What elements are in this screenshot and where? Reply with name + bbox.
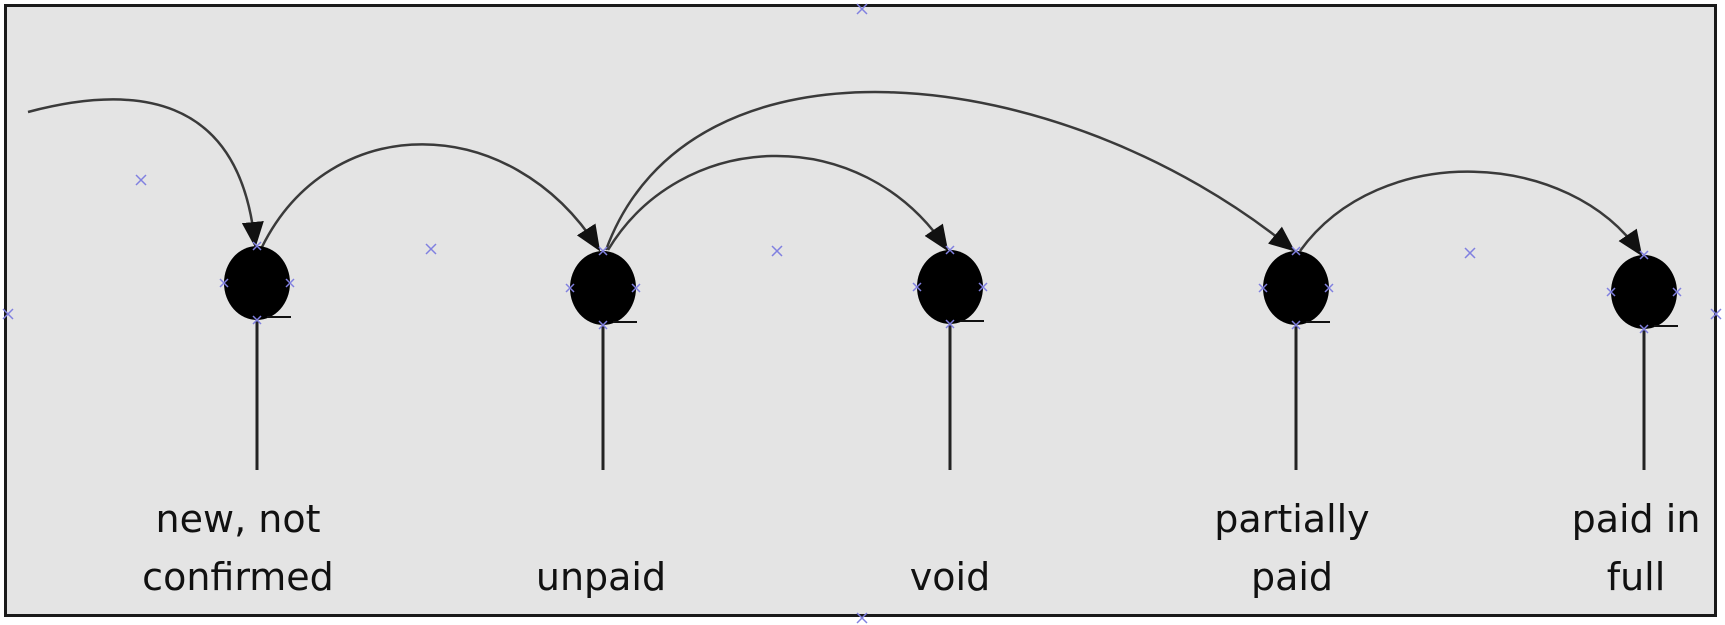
node-handle-mark	[1639, 250, 1649, 260]
state-label-line: paid in	[1572, 497, 1701, 541]
node-handle-mark	[631, 283, 641, 293]
node-handle-mark	[252, 315, 262, 325]
state-label-partially-paid: partially paid	[1214, 497, 1369, 599]
node-handle-mark	[1639, 324, 1649, 334]
transition-unpaid-to-partially-paid[interactable]	[604, 90, 1296, 252]
transition-entry-to-new[interactable]	[27, 98, 264, 248]
node-handle-mark	[978, 282, 988, 292]
node-handle-mark	[1258, 283, 1268, 293]
state-node-paid-in-full[interactable]	[1611, 255, 1677, 329]
state-label-line: unpaid	[536, 555, 666, 599]
canvas-handle-mark	[771, 245, 783, 257]
node-handle-mark	[1324, 283, 1334, 293]
state-label-unpaid: unpaid	[536, 555, 666, 599]
state-label-paid-in-full: paid in full	[1572, 497, 1701, 599]
state-label-line: partially	[1214, 497, 1369, 541]
canvas-handle-mark	[856, 612, 868, 624]
node-handle-mark	[565, 283, 575, 293]
canvas-handle-mark	[425, 243, 437, 255]
state-labels: new, not confirmed unpaid void partially paid…	[142, 497, 1700, 599]
node-handle-mark	[219, 278, 229, 288]
state-label-line: new, not	[156, 497, 321, 541]
canvas-handle-mark	[1464, 247, 1476, 259]
node-handle-mark	[252, 241, 262, 251]
state-node-partially-paid[interactable]	[1263, 251, 1329, 325]
state-label-line: paid	[1251, 555, 1333, 599]
state-label-new: new, not confirmed	[142, 497, 334, 599]
node-handle-mark	[1672, 287, 1682, 297]
state-node-unpaid[interactable]	[570, 251, 636, 325]
canvas-handle-mark	[1710, 308, 1722, 320]
selection-handles	[2, 3, 1722, 624]
canvas-handle-mark	[135, 174, 147, 186]
state-nodes	[224, 246, 1678, 329]
node-handle-mark	[1291, 246, 1301, 256]
state-label-line: confirmed	[142, 555, 334, 599]
transition-partially-paid-to-paid-in-full[interactable]	[1298, 170, 1643, 257]
state-label-void: void	[910, 555, 990, 599]
canvas-handle-mark	[2, 308, 14, 320]
node-handle-mark	[598, 246, 608, 256]
node-handle-mark	[598, 320, 608, 330]
node-handle-mark	[912, 282, 922, 292]
node-handle-mark	[945, 319, 955, 329]
transition-edges	[27, 90, 1643, 257]
state-stems	[255, 320, 1646, 470]
transition-new-to-unpaid[interactable]	[260, 143, 601, 252]
state-label-line: full	[1607, 555, 1666, 599]
transition-unpaid-to-void[interactable]	[606, 154, 949, 252]
node-handle-mark	[1291, 320, 1301, 330]
state-node-new[interactable]	[224, 246, 290, 320]
node-handle-mark	[1606, 287, 1616, 297]
canvas-handle-mark	[856, 3, 868, 15]
node-handle-mark	[945, 245, 955, 255]
node-handle-mark	[285, 278, 295, 288]
state-label-line: void	[910, 555, 990, 599]
state-node-void[interactable]	[917, 250, 983, 324]
diagram-frame	[4, 4, 1717, 617]
